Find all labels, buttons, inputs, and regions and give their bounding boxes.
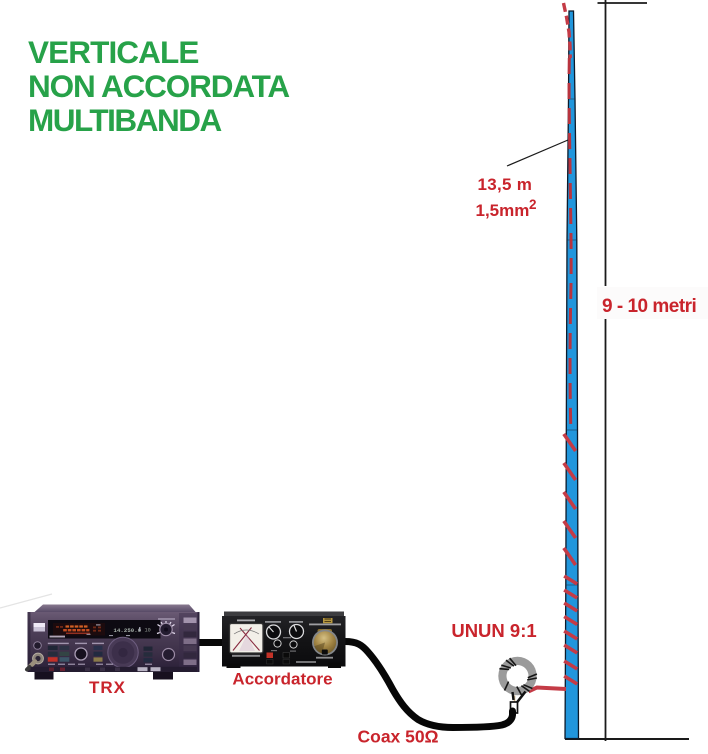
svg-text:2: 2 bbox=[529, 197, 537, 212]
svg-text:Ω: Ω bbox=[425, 727, 439, 747]
svg-text:UNUN 9:1: UNUN 9:1 bbox=[451, 620, 536, 641]
svg-text:13,5 m: 13,5 m bbox=[478, 175, 533, 194]
svg-text:10: 10 bbox=[145, 628, 151, 634]
svg-text:Accordatore: Accordatore bbox=[232, 670, 332, 689]
svg-text:TRX: TRX bbox=[89, 678, 126, 697]
svg-text:9 - 10 metri: 9 - 10 metri bbox=[602, 296, 696, 317]
svg-text:Coax 50: Coax 50 bbox=[358, 727, 425, 747]
svg-text:14.250.0: 14.250.0 bbox=[114, 627, 142, 634]
svg-text:1,5mm: 1,5mm bbox=[476, 201, 530, 220]
